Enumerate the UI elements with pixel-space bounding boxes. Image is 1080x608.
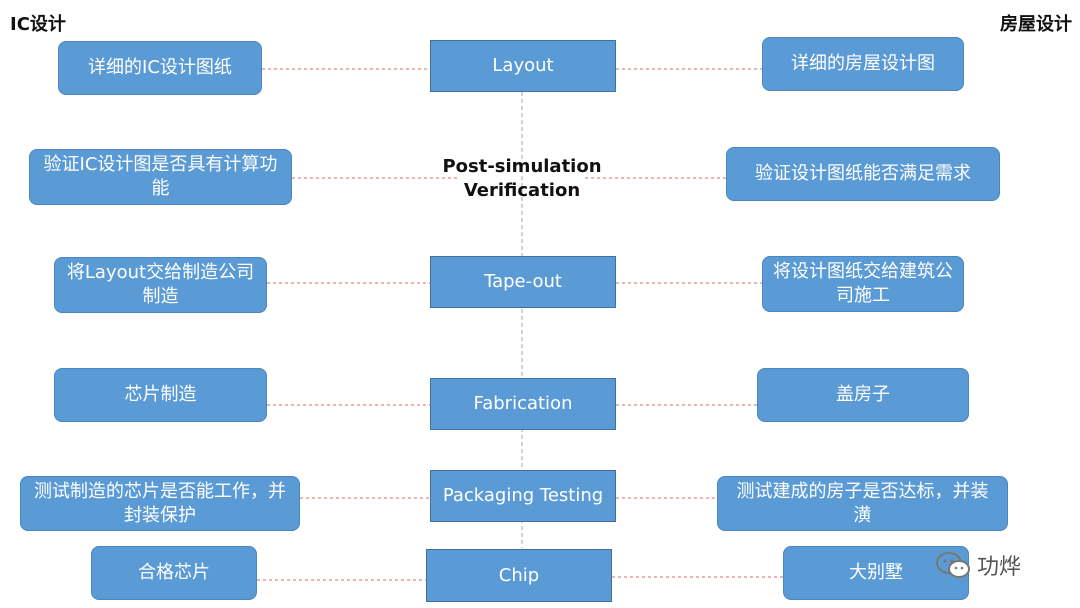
right-column-title: 房屋设计 [1000,14,1072,35]
left-box-row-1: 详细的IC设计图纸 [58,41,262,95]
watermark-text: 功烨 [977,555,1022,580]
left-column-title: IC设计 [10,14,66,35]
left-box-row-4: 芯片制造 [54,368,267,422]
center-box-row-4: Fabrication [430,378,616,430]
watermark: 功烨 [935,545,1055,585]
left-box-row-6: 合格芯片 [91,546,257,600]
center-box-row-6: Chip [426,549,612,602]
right-box-row-2: 验证设计图纸能否满足需求 [726,147,1000,201]
right-box-row-1: 详细的房屋设计图 [762,37,964,91]
right-box-row-6: 大别墅 [783,546,969,600]
left-box-row-3: 将Layout交给制造公司制造 [54,257,267,313]
center-box-row-3: Tape-out [430,256,616,308]
right-box-row-3: 将设计图纸交给建筑公司施工 [762,256,964,312]
left-box-row-2: 验证IC设计图是否具有计算功能 [29,149,292,205]
left-box-row-5: 测试制造的芯片是否能工作，并封装保护 [20,476,300,531]
center-box-row-1: Layout [430,40,616,92]
wechat-icon [936,552,970,578]
center-label-row-2: Post-simulation Verification [442,156,602,201]
center-box-row-5: Packaging Testing [430,470,616,522]
right-box-row-5: 测试建成的房子是否达标，并装潢 [717,476,1008,531]
right-box-row-4: 盖房子 [757,368,969,422]
